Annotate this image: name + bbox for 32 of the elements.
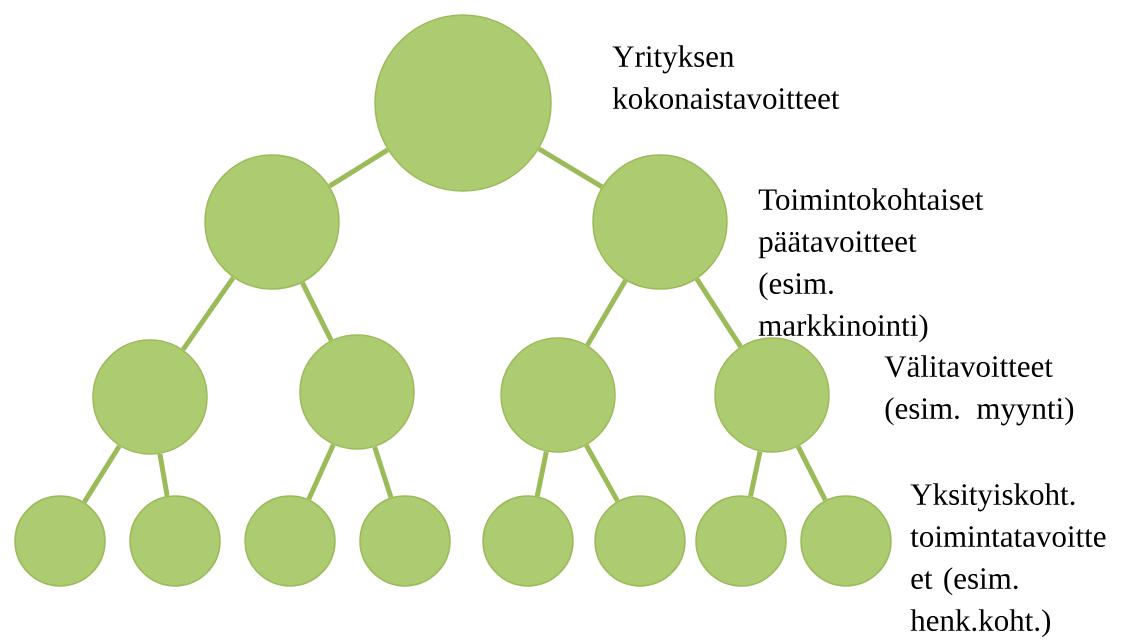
circle <box>482 495 574 587</box>
circle <box>594 495 686 587</box>
circle <box>14 495 106 587</box>
connector-line <box>585 279 628 347</box>
connector-line <box>795 445 828 502</box>
connector-line <box>584 444 620 503</box>
circle <box>204 154 340 290</box>
connector-line <box>300 281 334 342</box>
connector-line <box>372 446 394 499</box>
level-label: Välitavoitteet (esim. myynti) <box>884 355 1074 426</box>
level-label: Toimintokohtaiset päätavoitteet (esim. markkinointi) <box>758 188 984 343</box>
level-label: Yrityksen kokonaistavoitteet <box>612 45 840 109</box>
circle <box>359 495 451 587</box>
circle <box>244 495 336 587</box>
connector-line <box>82 444 122 504</box>
circle <box>800 495 892 587</box>
circle <box>92 339 208 455</box>
connector-line <box>534 451 549 497</box>
connector-line <box>328 147 389 189</box>
connector-line <box>537 146 604 190</box>
circle <box>374 14 552 192</box>
circle <box>299 334 415 450</box>
connector-line <box>157 453 170 497</box>
circle <box>129 495 221 587</box>
circle <box>695 495 787 587</box>
connector-line <box>694 277 743 348</box>
connector-line <box>306 443 336 501</box>
connector-line <box>181 276 236 352</box>
circle <box>592 154 728 290</box>
circle <box>500 337 616 453</box>
connector-line <box>748 450 763 497</box>
level-label: Yksityiskoht. toimintatavoitte et (esim. henk.koht.) <box>910 483 1106 638</box>
